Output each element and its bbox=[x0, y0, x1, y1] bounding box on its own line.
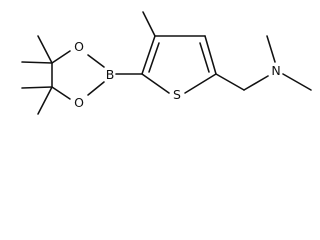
bond-o-top-c bbox=[51, 50, 71, 64]
bond-methyl-b bbox=[21, 61, 53, 64]
structure-diagram: B O O S N bbox=[21, 11, 312, 115]
atom-label-oxygen-top: O bbox=[74, 39, 84, 54]
bond-c2-ch2 bbox=[215, 73, 245, 91]
bond-c3-c2-outer bbox=[204, 35, 217, 75]
bond-c2-s bbox=[184, 73, 217, 94]
bond-c4-methyl bbox=[142, 11, 156, 37]
bond-methyl-d bbox=[37, 86, 53, 115]
atom-label-boron: B bbox=[106, 67, 115, 82]
bonds bbox=[21, 11, 312, 115]
atom-labels: B O O S N bbox=[74, 39, 281, 110]
bond-b-o-top bbox=[87, 54, 105, 68]
bond-ch2-n bbox=[243, 75, 269, 91]
bond-methyl-a bbox=[37, 35, 53, 64]
bond-n-methyl-right bbox=[282, 73, 312, 91]
bond-c5-c4-inner bbox=[148, 42, 160, 73]
atom-label-nitrogen: N bbox=[271, 63, 280, 78]
bond-methyl-c bbox=[21, 86, 53, 89]
molecule-drawing: B O O S N bbox=[21, 11, 312, 115]
atom-label-oxygen-bottom: O bbox=[74, 95, 84, 110]
bond-s-c5 bbox=[141, 73, 170, 94]
bond-o-bottom-c bbox=[51, 86, 71, 100]
bond-c5-c4-outer bbox=[141, 35, 156, 75]
atom-label-sulfur: S bbox=[173, 87, 181, 102]
bond-c3-c2-inner bbox=[199, 42, 210, 73]
bond-b-o-bottom bbox=[87, 81, 105, 96]
bond-n-methyl-top bbox=[266, 35, 276, 63]
